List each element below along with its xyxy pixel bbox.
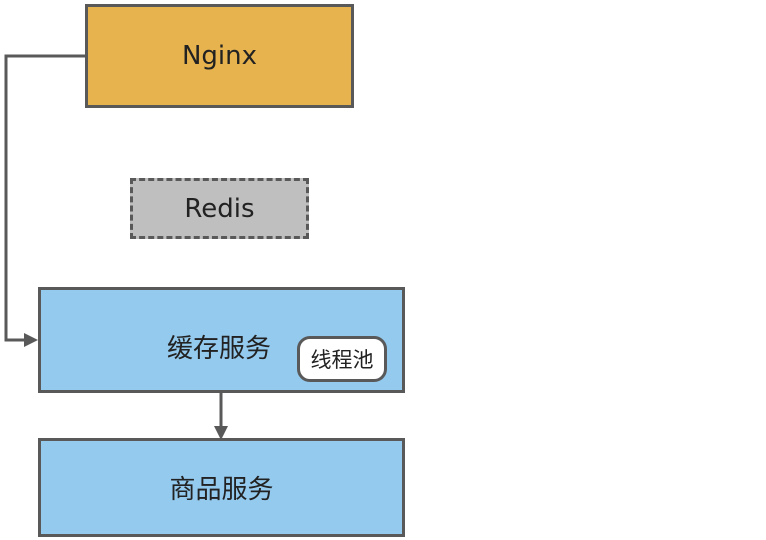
product-service-label: 商品服务 bbox=[169, 475, 274, 505]
thread-pool-node: 线程池 bbox=[297, 336, 387, 382]
nginx-node: Nginx bbox=[85, 4, 354, 108]
redis-node: Redis bbox=[130, 178, 309, 239]
cache-service-node: 缓存服务 线程池 bbox=[38, 287, 405, 393]
redis-label: Redis bbox=[184, 193, 255, 224]
product-service-node: 商品服务 bbox=[38, 438, 405, 537]
nginx-label: Nginx bbox=[181, 41, 258, 71]
thread-pool-label: 线程池 bbox=[310, 348, 374, 372]
cache-to-product-arrowhead bbox=[214, 426, 228, 440]
cache-service-label: 缓存服务 bbox=[167, 334, 272, 364]
nginx-to-cache-arrow bbox=[4, 54, 85, 342]
nginx-to-cache-arrowhead bbox=[24, 333, 38, 347]
